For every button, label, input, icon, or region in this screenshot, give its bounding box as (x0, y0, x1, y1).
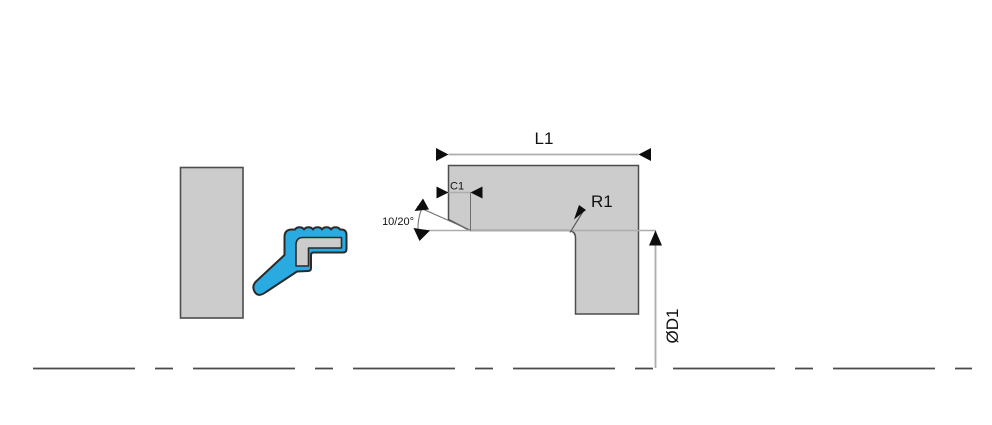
rod-section-rect (179, 166, 244, 319)
seal-metal-insert-shape (295, 236, 343, 267)
dim-l1-arrow-left (436, 148, 449, 161)
dim-l1-arrow-right (638, 148, 651, 161)
dim-c1-label: C1 (450, 181, 464, 193)
dim-c1-arrow-right (470, 186, 483, 199)
dim-angle-label: 10/20° (382, 216, 414, 228)
dim-angle-arrow-lower (413, 228, 430, 241)
chamfer-extension-line (416, 206, 471, 231)
dim-r1-leader-line (569, 209, 585, 233)
dim-angle-arc (417, 207, 423, 231)
dim-l1-label: L1 (535, 129, 554, 148)
dim-d1-label: ØD1 (663, 309, 682, 344)
dim-r1: R1 (569, 192, 613, 233)
dim-l1: L1 (436, 129, 651, 161)
dim-r1-label: R1 (591, 192, 613, 211)
dim-c1-arrow-left (436, 186, 449, 199)
dim-r1-arrow (574, 205, 586, 220)
dim-angle-arrow-upper (414, 198, 429, 211)
seal-profile-group (252, 226, 348, 296)
dim-d1: ØD1 (649, 230, 682, 368)
housing-section-shape (447, 164, 640, 315)
dim-c1: C1 (436, 181, 483, 231)
dim-angle: 10/20° (382, 198, 430, 241)
dim-d1-arrow (649, 230, 662, 246)
